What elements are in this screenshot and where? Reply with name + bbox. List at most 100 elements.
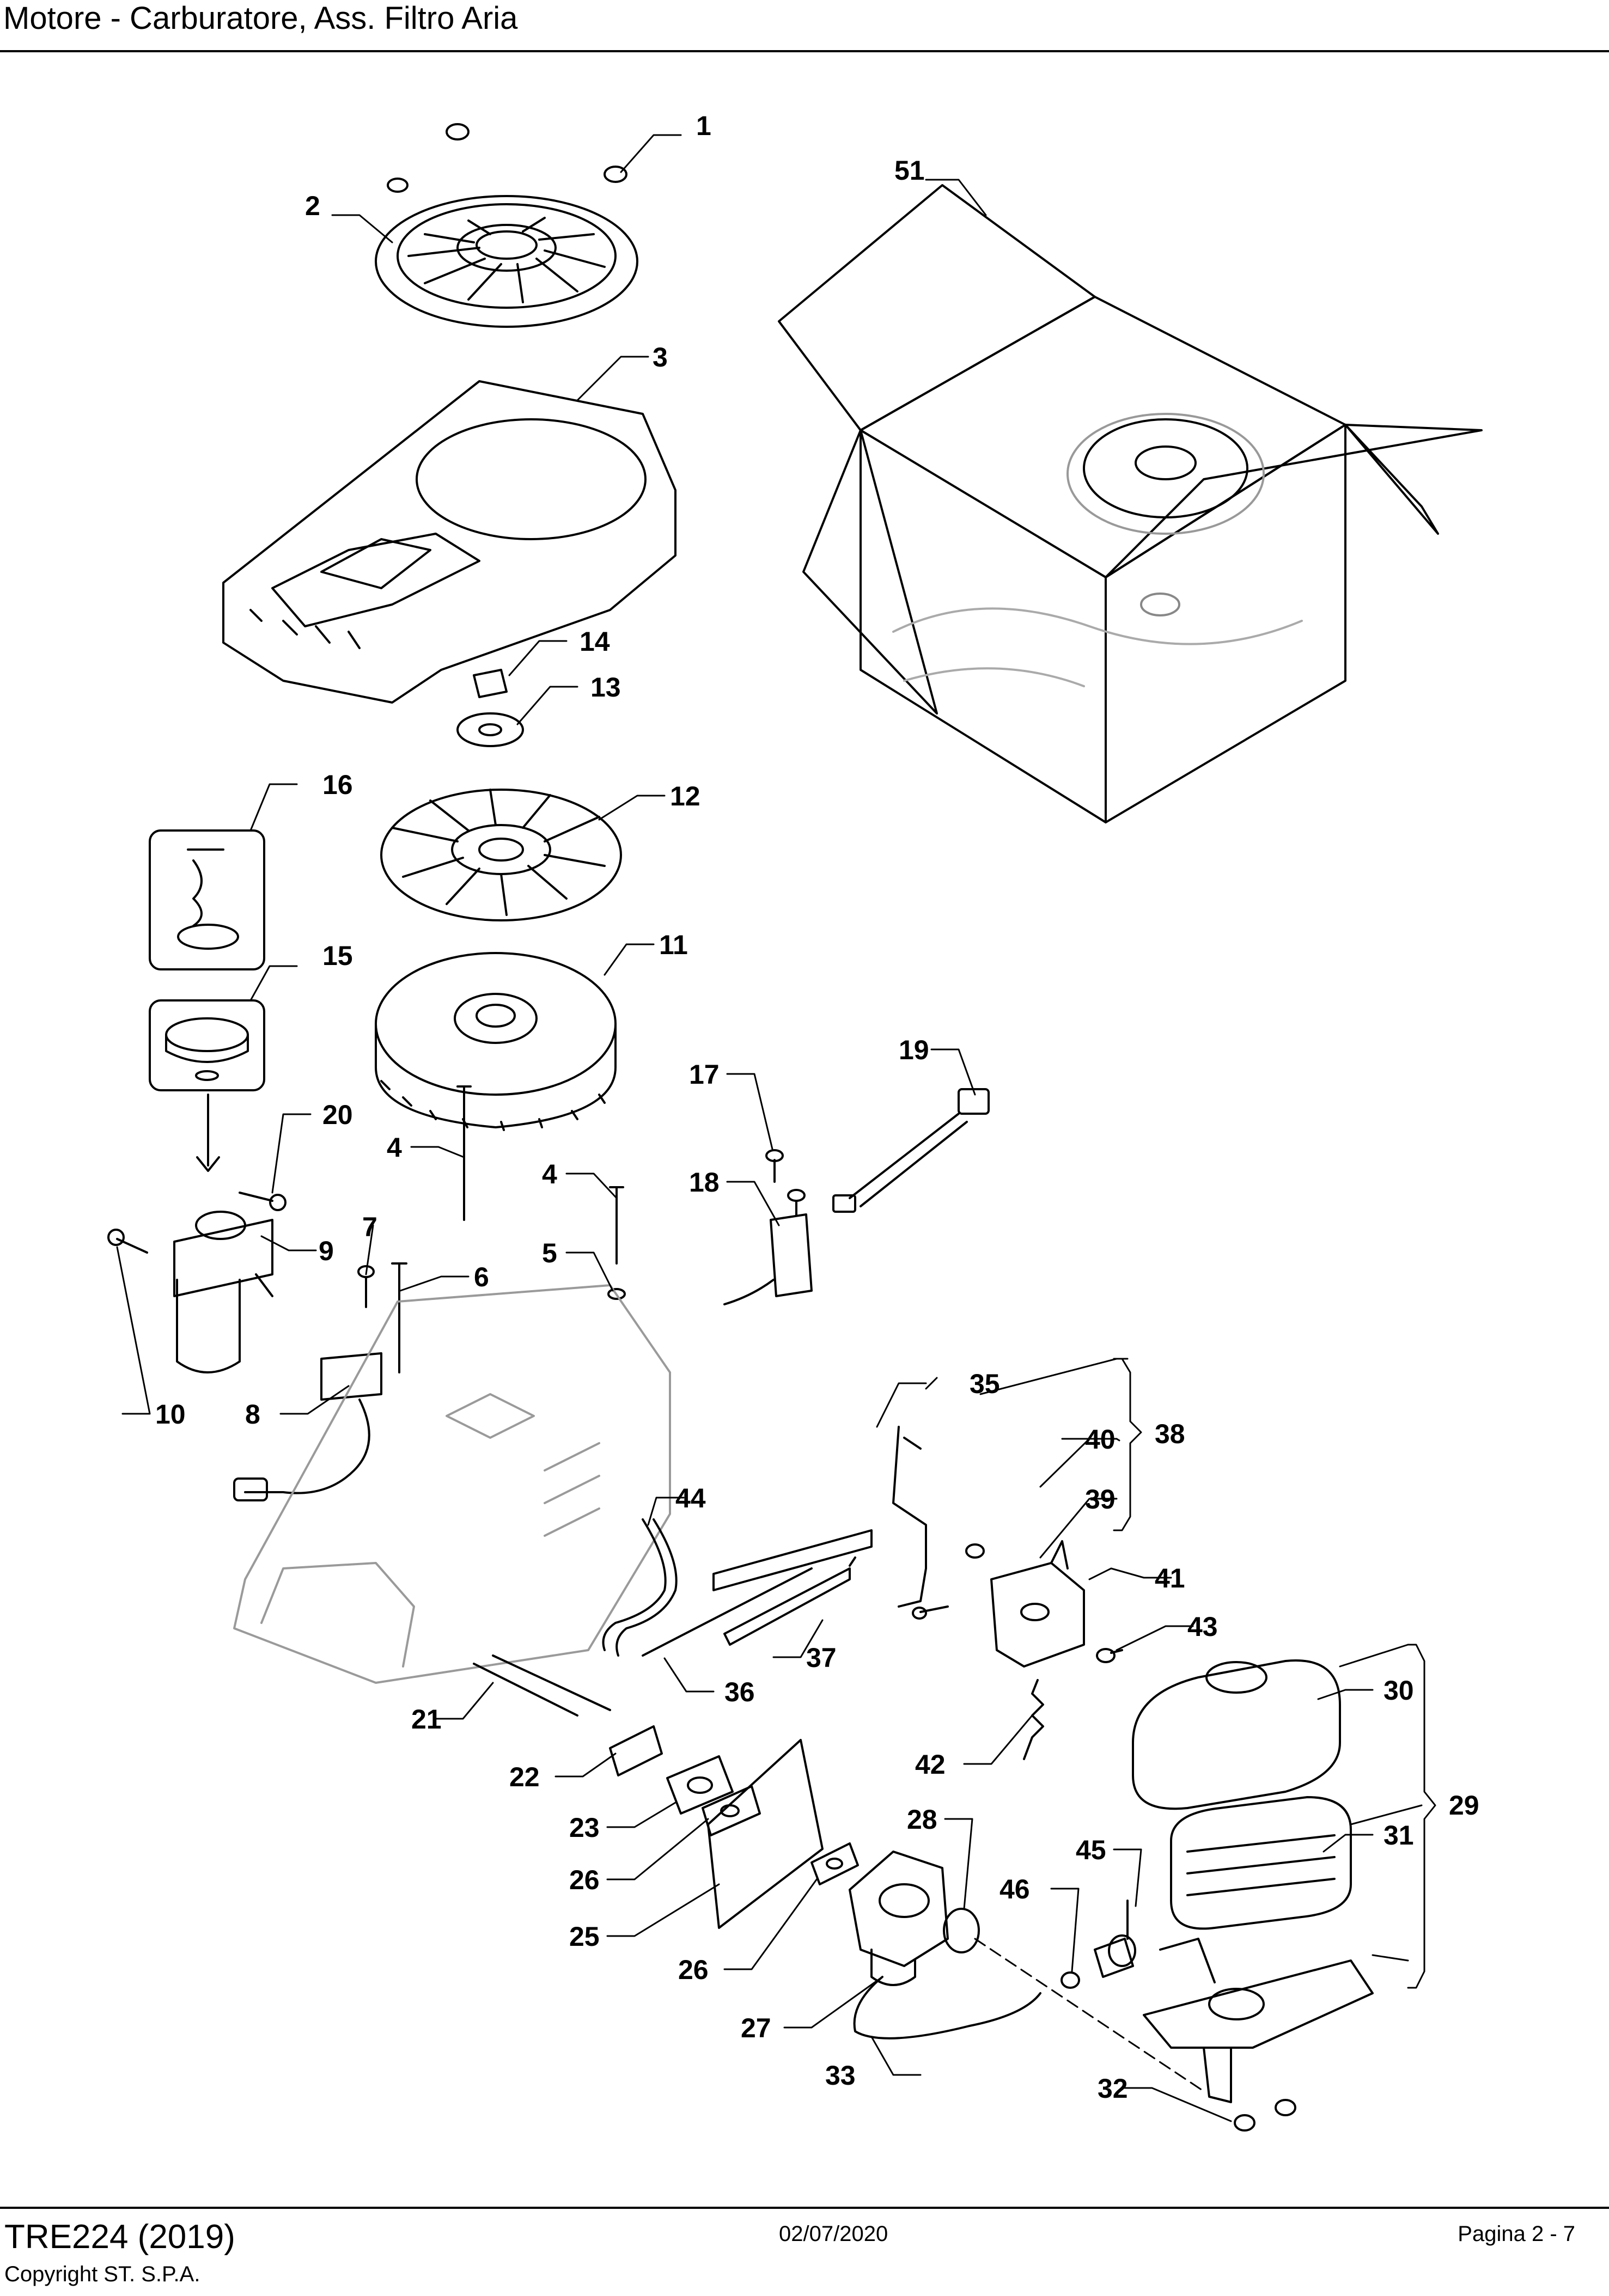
callout-21: 21	[411, 1704, 442, 1735]
gasket-part-22	[609, 1725, 663, 1776]
nut-part-40	[965, 1543, 985, 1559]
spring-part-42	[1023, 1679, 1044, 1760]
callout-9: 9	[319, 1236, 334, 1266]
callout-15: 15	[322, 941, 353, 971]
callout-13: 13	[590, 672, 621, 703]
callout-26b: 26	[678, 1955, 709, 1985]
air-filter-base	[1143, 1938, 1374, 2103]
callout-26a: 26	[569, 1865, 600, 1895]
engine-box-part-51	[778, 184, 1483, 823]
callout-20: 20	[322, 1100, 353, 1130]
bracket-part-18	[723, 1213, 813, 1305]
callout-3: 3	[653, 342, 668, 373]
callout-25: 25	[569, 1921, 600, 1952]
print-date: 02/07/2020	[779, 2222, 888, 2246]
callout-8: 8	[245, 1399, 260, 1430]
gasket-part-26b	[810, 1842, 859, 1885]
leader-lines	[116, 134, 1374, 2122]
stud-part-21	[473, 1654, 611, 1717]
callout-33: 33	[825, 2060, 856, 2091]
throttle-rod-part-36	[642, 1529, 873, 1657]
callout-19: 19	[899, 1035, 929, 1065]
callout-27: 27	[741, 2013, 771, 2043]
callout-5: 5	[542, 1238, 557, 1268]
footer-divider	[0, 2207, 1609, 2209]
callout-2: 2	[305, 191, 320, 221]
nut-part-1	[387, 123, 627, 193]
callout-14: 14	[580, 626, 610, 657]
callout-1: 1	[696, 111, 711, 141]
bolt-part-39	[912, 1605, 949, 1620]
callout-17: 17	[689, 1059, 720, 1090]
stud-part-4b	[609, 1186, 624, 1265]
heat-shield-part-25	[707, 1739, 824, 1929]
starter-motor-part-9	[173, 1211, 273, 1373]
gasket-part-26a	[702, 1785, 761, 1836]
callout-37: 37	[806, 1642, 837, 1673]
screw-part-7	[357, 1265, 375, 1308]
model-label: TRE224 (2019)	[4, 2218, 235, 2256]
bolt-part-20	[239, 1192, 287, 1211]
control-bracket-part-41	[990, 1540, 1085, 1668]
air-filter-element-part-31	[1170, 1796, 1352, 1930]
callout-23: 23	[569, 1812, 600, 1843]
callout-38: 38	[1155, 1419, 1185, 1449]
callout-32: 32	[1098, 2073, 1128, 2104]
cooling-fan-part-12	[380, 789, 622, 921]
callout-30: 30	[1384, 1675, 1414, 1706]
group-brace-29	[1339, 1644, 1436, 1989]
callout-45: 45	[1076, 1835, 1106, 1865]
stud-part-6	[391, 1262, 407, 1373]
spacer-part-23	[666, 1755, 734, 1815]
callout-51: 51	[894, 155, 925, 186]
rotating-screen-part-2	[375, 195, 638, 328]
callout-10: 10	[155, 1399, 186, 1430]
assembly-arrow	[196, 1094, 220, 1172]
exploded-parts-diagram: 1 2 3 51 14 13 12 16 11 15 20 4 4 5 7 6 …	[107, 111, 1483, 2132]
air-filter-cover-part-30	[1132, 1659, 1341, 1810]
washer-part-13	[456, 712, 524, 747]
flywheel-part-11	[375, 952, 617, 1131]
stud-part-4a	[456, 1085, 472, 1221]
blower-housing-part-3	[222, 380, 676, 704]
group-brace-38	[979, 1358, 1142, 1531]
choke-rod-part-37	[723, 1556, 856, 1646]
callout-4a: 4	[387, 1132, 402, 1163]
carburetor-part-27	[849, 1851, 949, 1986]
callout-29: 29	[1449, 1790, 1479, 1821]
bolt-part-10	[107, 1229, 148, 1254]
wiring-harness-part-19	[832, 1088, 990, 1213]
o-ring-part-28	[943, 1908, 980, 1953]
breather-fitting-part-45	[1094, 1900, 1136, 1978]
callout-4b: 4	[542, 1159, 557, 1189]
engine-block	[233, 1284, 671, 1684]
callout-28: 28	[907, 1804, 937, 1835]
callout-18: 18	[689, 1167, 720, 1198]
page-number: Pagina 2 - 7	[1458, 2222, 1575, 2246]
callout-39: 39	[1085, 1484, 1116, 1515]
callout-6: 6	[474, 1262, 489, 1292]
callout-44: 44	[675, 1483, 706, 1513]
fuel-hose-part-33	[853, 1976, 1041, 2039]
governor-lever-part-35	[892, 1426, 927, 1608]
flywheel-nut-part-14	[473, 669, 508, 698]
breather-hose-part-44	[602, 1518, 678, 1657]
washer-part-5	[607, 1288, 626, 1300]
callout-labels: 1 2 3 51 14 13 12 16 11 15 20 4 4 5 7 6 …	[155, 111, 1479, 2104]
callout-40: 40	[1085, 1424, 1116, 1455]
ignition-coil-part-8	[233, 1352, 382, 1501]
callout-16: 16	[322, 770, 353, 800]
starter-gear-part-16	[149, 829, 265, 970]
starter-pinion-part-15	[149, 999, 265, 1091]
callout-11: 11	[659, 930, 688, 960]
header-divider	[0, 50, 1609, 52]
clamp-part-46	[1061, 1971, 1080, 1989]
callout-22: 22	[509, 1762, 540, 1792]
callout-41: 41	[1155, 1563, 1185, 1593]
callout-36: 36	[724, 1677, 755, 1707]
callout-42: 42	[915, 1749, 946, 1780]
page-title: Motore - Carburatore, Ass. Filtro Aria	[3, 1, 518, 36]
nut-part-32	[1234, 2099, 1296, 2132]
callout-31: 31	[1384, 1820, 1414, 1851]
callout-7: 7	[362, 1212, 377, 1242]
